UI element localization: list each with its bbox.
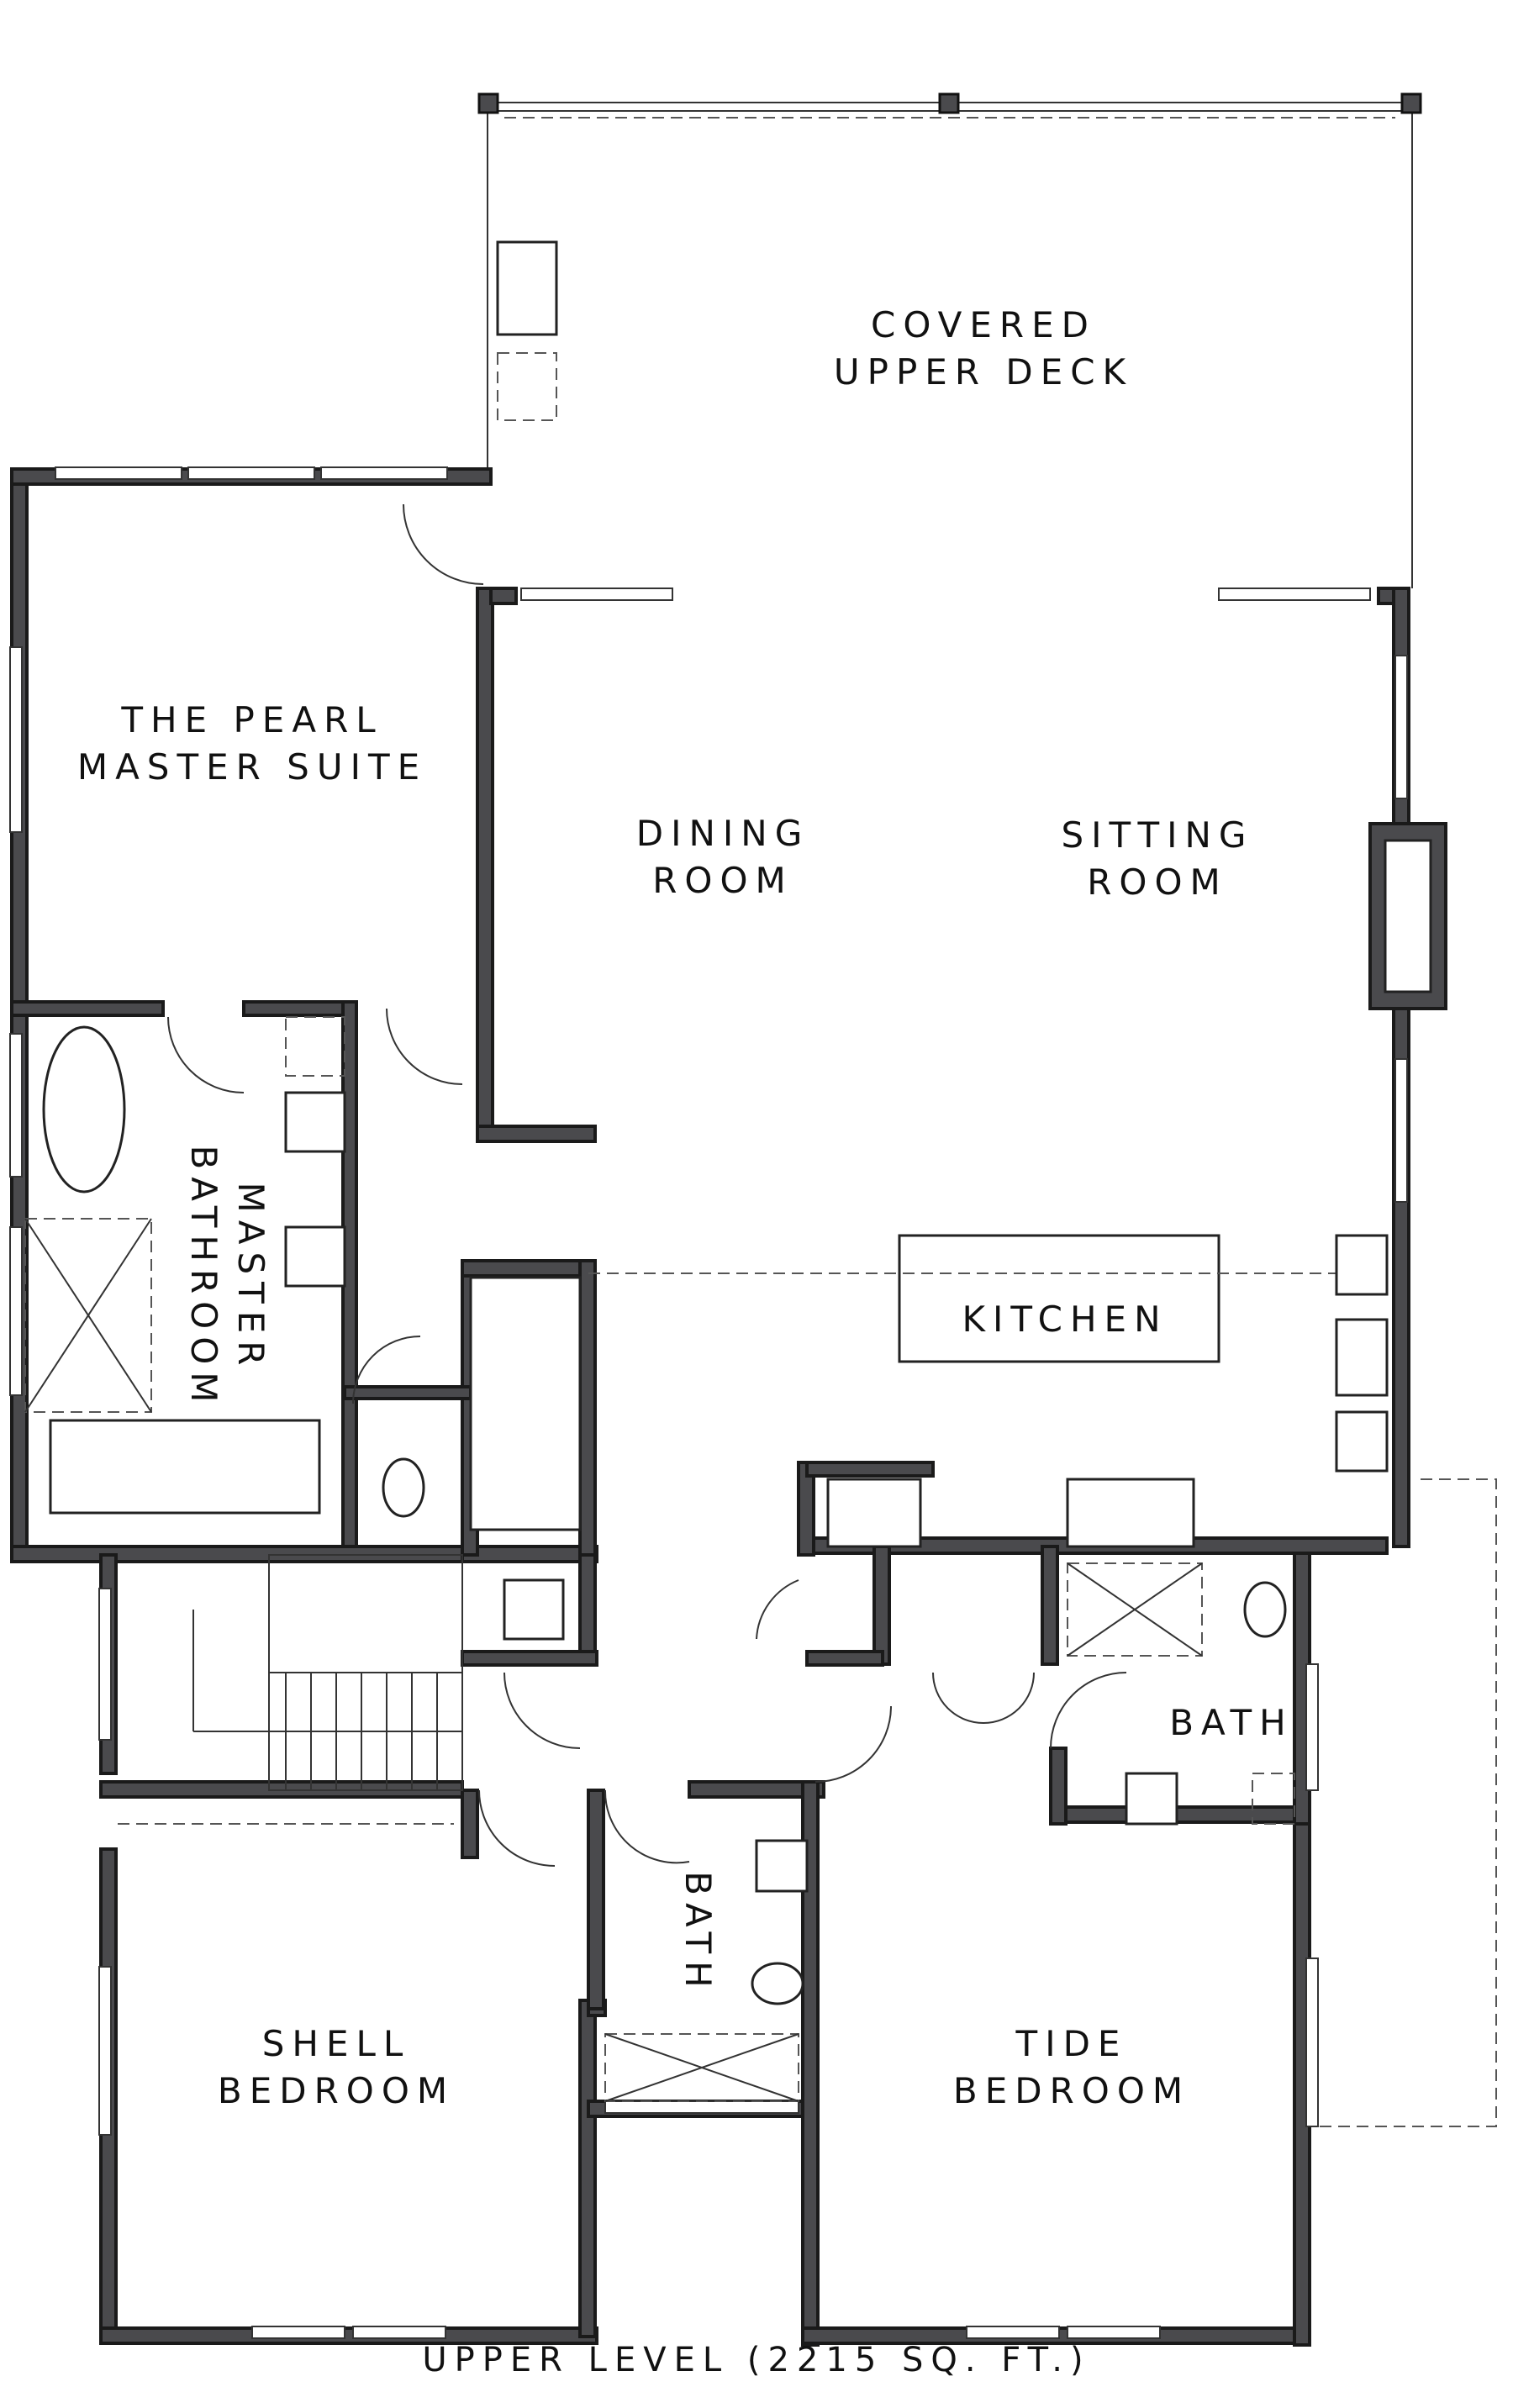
sitting-room-label: SITTING ROOM bbox=[1062, 812, 1254, 906]
toilet-icon bbox=[382, 1457, 425, 1518]
sink-icon bbox=[1125, 1772, 1178, 1826]
kitchen-label: KITCHEN bbox=[962, 1296, 1168, 1343]
toilet-icon bbox=[751, 1962, 804, 2005]
sink-icon bbox=[284, 1225, 346, 1288]
covered-deck-label: COVERED UPPER DECK bbox=[834, 302, 1133, 396]
master-suite-label-line2: MASTER SUITE bbox=[76, 746, 428, 788]
bath-east-label-text: BATH bbox=[1169, 1702, 1294, 1743]
sitting-room-label-line1: SITTING bbox=[1061, 814, 1254, 856]
sink-icon bbox=[755, 1839, 809, 1893]
shell-bedroom-label: SHELL BEDROOM bbox=[218, 2021, 455, 2115]
tide-bedroom-label-line2: BEDROOM bbox=[952, 2070, 1191, 2111]
bathtub-icon bbox=[42, 1025, 126, 1193]
tide-bedroom-label: TIDE BEDROOM bbox=[953, 2021, 1190, 2115]
tide-bedroom-label-line1: TIDE bbox=[1015, 2023, 1128, 2064]
shell-bedroom-label-line1: SHELL bbox=[261, 2023, 411, 2064]
master-suite-label: THE PEARL MASTER SUITE bbox=[77, 697, 427, 791]
kitchen-sink-icon bbox=[1335, 1318, 1389, 1397]
shell-bedroom-label-line2: BEDROOM bbox=[217, 2070, 456, 2111]
bath-center-label-text: BATH bbox=[677, 1871, 719, 1995]
doors bbox=[167, 503, 1127, 1867]
range-icon bbox=[1066, 1478, 1195, 1548]
kitchen-island bbox=[898, 1234, 1220, 1363]
stairs bbox=[192, 1554, 463, 1791]
bath-east-label: BATH bbox=[1169, 1699, 1294, 1747]
covered-deck-label-line2: UPPER DECK bbox=[833, 351, 1134, 393]
master-suite-label-line1: THE PEARL bbox=[121, 699, 383, 740]
toilet-icon bbox=[1243, 1581, 1287, 1638]
master-bathroom-label-line1: MASTER bbox=[230, 1182, 271, 1373]
covered-deck-label-line1: COVERED bbox=[871, 304, 1096, 345]
sink-icon bbox=[284, 1091, 346, 1153]
fixtures bbox=[24, 1016, 1497, 2127]
windows bbox=[9, 466, 1408, 2339]
kitchen-label-text: KITCHEN bbox=[962, 1299, 1168, 1340]
washer-icon bbox=[503, 1578, 565, 1641]
covered-deck-outline bbox=[477, 92, 1422, 588]
sitting-room-label-line2: ROOM bbox=[1087, 862, 1228, 903]
dining-room-label: DINING ROOM bbox=[636, 810, 810, 904]
dining-room-label-line2: ROOM bbox=[652, 860, 793, 901]
plan-caption: UPPER LEVEL (2215 SQ. FT.) bbox=[422, 2341, 1091, 2379]
master-bathroom-label-line2: BATHROOM bbox=[183, 1145, 224, 1410]
master-bathroom-label: MASTER BATHROOM bbox=[180, 1145, 274, 1409]
bath-center-label: BATH bbox=[674, 1871, 721, 1995]
dining-room-label-line1: DINING bbox=[635, 813, 810, 854]
